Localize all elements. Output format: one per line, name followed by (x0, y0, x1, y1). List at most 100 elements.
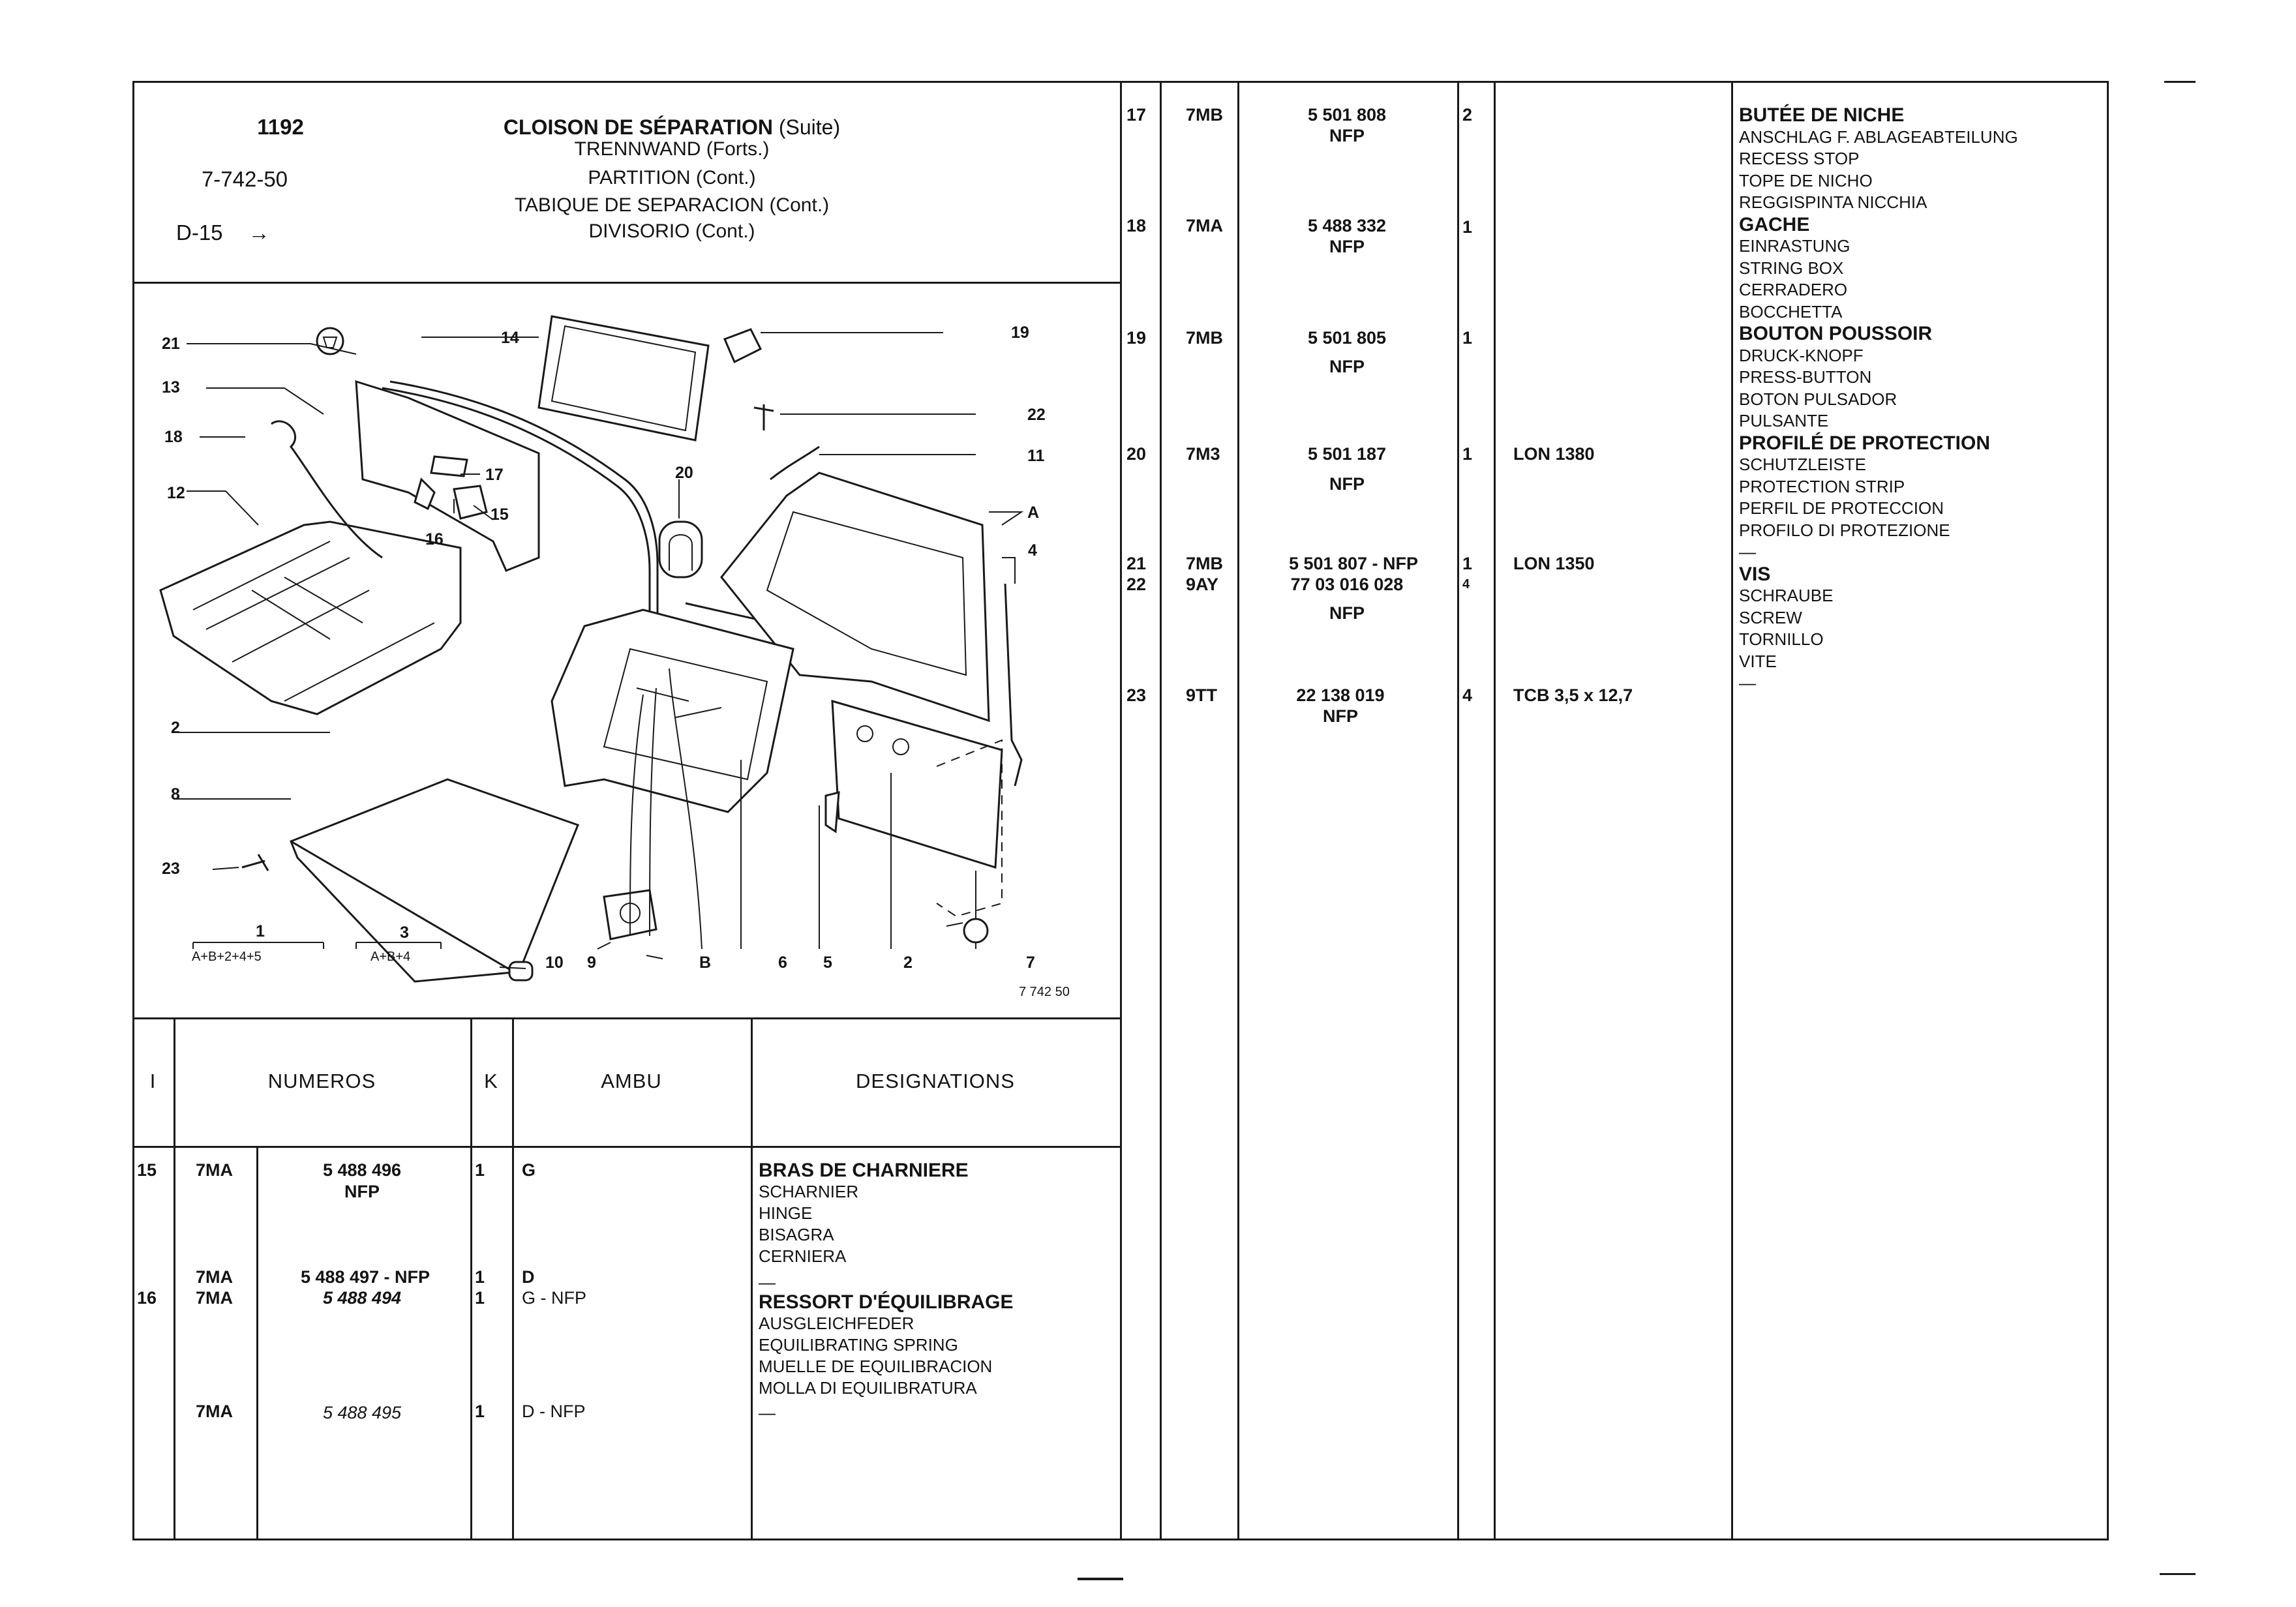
col-head-designations: DESIGNATIONS (856, 1070, 1015, 1092)
table-row-15-number: 5 488 496 (322, 1160, 402, 1180)
ring-part-7 (963, 918, 989, 944)
designation-line: RECESS STOP (1739, 149, 1860, 168)
callout-1: 1 (256, 922, 265, 940)
table-row-22-code: 9AY (1186, 575, 1219, 594)
col-head-ambu: AMBU (601, 1070, 662, 1092)
parcel-shelf (159, 520, 462, 715)
table-row-15-ambu: G (522, 1160, 536, 1180)
table-row-15-index: 15 (137, 1160, 157, 1180)
table-row-16b-designation: — (759, 1403, 776, 1422)
table-row-18-index: 18 (1126, 216, 1147, 235)
designation-de: SCHARNIER (759, 1182, 859, 1201)
col-head-qty: K (484, 1070, 498, 1092)
spring-18 (271, 420, 383, 559)
designation-line: STRING BOX (1739, 258, 1844, 278)
clip-part-21 (316, 327, 344, 355)
designation-line: TOPE DE NICHO (1739, 170, 1873, 190)
table-row-19-code: 7MB (1186, 328, 1224, 348)
left-col-qty-line (512, 1017, 514, 1540)
designation-it: CERNIERA (759, 1246, 847, 1266)
designation-line: SCHRAUBE (1739, 586, 1834, 605)
partition-panel-b (551, 608, 794, 813)
callout-18: 18 (164, 428, 183, 446)
col-head-numbers: NUMEROS (267, 1070, 376, 1092)
table-row-22-nfp: NFP (1329, 603, 1365, 623)
page-ref-text: D-15 (176, 220, 223, 245)
table-row-17-number: 5 501 808 (1307, 105, 1387, 125)
designation-en: HINGE (759, 1203, 813, 1223)
table-row-16-designation: RESSORT D'ÉQUILIBRAGE AUSGLEICHFEDER EQU… (759, 1291, 1014, 1399)
drawing-number: 7 742 50 (1019, 985, 1070, 999)
left-col-ambu-line (751, 1017, 753, 1540)
table-row-23-nfp: NFP (1323, 706, 1358, 726)
table-row-22-number: 77 03 016 028 (1290, 575, 1404, 594)
table-row-16-ambu: G - NFP (522, 1288, 586, 1308)
button-19 (723, 328, 763, 364)
table-row-20-code: 7M3 (1186, 444, 1220, 464)
header-rule (132, 282, 1120, 284)
table-row-23-qty: 4 (1462, 685, 1473, 705)
top-panel (537, 315, 710, 442)
callout-13: 13 (162, 378, 180, 397)
diagram-rule (132, 1017, 1120, 1019)
page-reference: D-15 → (176, 222, 320, 244)
table-row-16-number-text: 5 488 494 (322, 1288, 402, 1308)
designation-line: ANSCHLAG F. ABLAGEABTEILUNG (1739, 127, 2018, 147)
callout-21: 21 (162, 335, 180, 353)
callout-5: 5 (823, 954, 832, 972)
table-row-15b-ambu: D (522, 1267, 535, 1287)
table-row-18-number: 5 488 332 (1307, 216, 1387, 235)
roller-blind-8 (290, 778, 579, 983)
title-en: PARTITION (Cont.) (588, 167, 756, 188)
designation-line: EINRASTUNG (1739, 236, 1850, 256)
group-1-formula: A+B+2+4+5 (192, 950, 262, 964)
bracket-17 (430, 455, 468, 477)
designation-en: EQUILIBRATING SPRING (759, 1335, 958, 1355)
callout-12: 12 (167, 484, 185, 502)
callout-6: 6 (778, 954, 787, 972)
col-head-index: I (149, 1070, 157, 1092)
arrow-icon: → (248, 220, 270, 245)
profile-20 (658, 520, 703, 578)
table-row-17-qty: 2 (1462, 105, 1473, 125)
callout-2-right: 2 (903, 954, 913, 972)
table-row-16-qty: 1 (475, 1288, 485, 1308)
callout-10: 10 (545, 954, 564, 972)
callout-b: B (699, 954, 712, 972)
table-row-16b-number-text: 5 488 495 (322, 1403, 402, 1422)
designation-fr: BRAS DE CHARNIERE (759, 1160, 969, 1181)
callout-2-left: 2 (171, 719, 180, 737)
table-row-16b-code: 7MA (196, 1402, 234, 1421)
table-row-15-code: 7MA (196, 1160, 234, 1180)
table-row-20-nfp: NFP (1329, 474, 1365, 494)
callout-22: 22 (1027, 406, 1046, 424)
callout-3: 3 (400, 924, 409, 942)
table-row-16-code: 7MA (196, 1288, 234, 1308)
table-row-22-index: 22 (1126, 575, 1147, 594)
callout-7: 7 (1026, 954, 1035, 972)
designation-es: MUELLE DE EQUILIBRACION (759, 1357, 993, 1376)
callout-23: 23 (162, 860, 180, 878)
table-row-20-number: 5 501 187 (1307, 444, 1387, 464)
callout-19: 19 (1011, 323, 1029, 342)
designation-line: PERFIL DE PROTECCION (1739, 498, 1944, 518)
callout-8: 8 (171, 785, 180, 804)
title-fr: CLOISON DE SÉPARATION (Suite) (444, 116, 900, 138)
table-row-21-code: 7MB (1186, 554, 1224, 573)
designation-de: AUSGLEICHFEDER (759, 1314, 914, 1333)
designation-it: MOLLA DI EQUILIBRATURA (759, 1378, 977, 1398)
strip-11 (770, 445, 820, 481)
designation-dash: — (1739, 673, 1756, 693)
table-row-19-qty: 1 (1462, 328, 1473, 348)
designation-line: PROTECTION STRIP (1739, 476, 1905, 496)
table-row-23-code: 9TT (1186, 685, 1218, 705)
designation-dash: — (1739, 542, 1756, 562)
callout-14: 14 (501, 329, 519, 347)
designation-striker-fr: GACHE (1739, 213, 1810, 235)
designation-line: BOTON PULSADOR (1739, 389, 1897, 409)
callout-15: 15 (491, 505, 509, 524)
title-es: TABIQUE DE SEPARACION (Cont.) (514, 194, 830, 216)
designation-line: PULSANTE (1739, 411, 1829, 430)
designation-line: BOCCHETTA (1739, 301, 1843, 322)
bolt-23 (241, 854, 269, 871)
